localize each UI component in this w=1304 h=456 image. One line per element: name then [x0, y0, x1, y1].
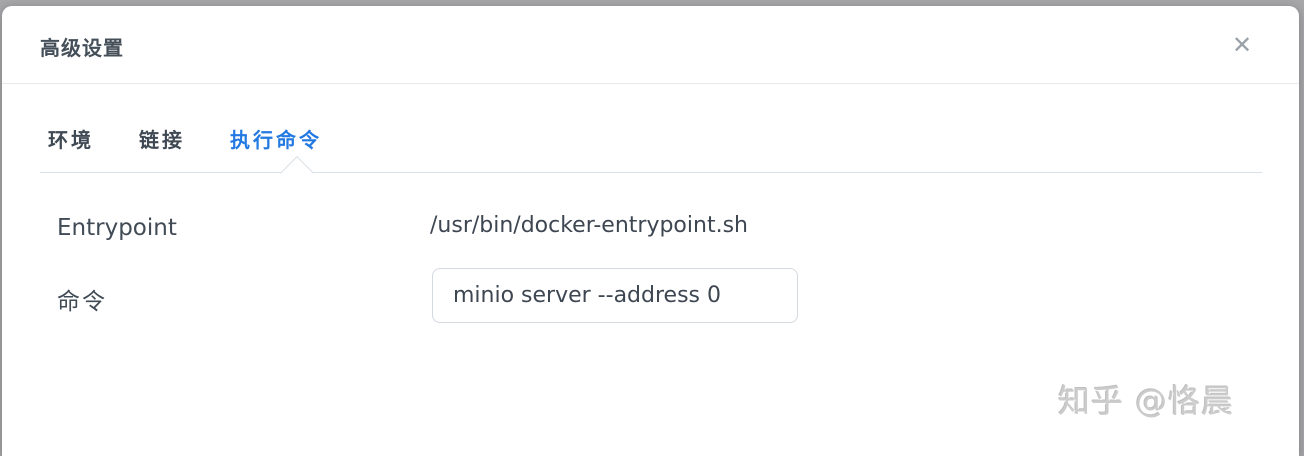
tab-execute-command[interactable]: 执行命令 — [230, 128, 322, 152]
dialog-header: 高级设置 ✕ — [2, 6, 1299, 83]
close-button[interactable]: ✕ — [1225, 28, 1259, 62]
entrypoint-value: /usr/bin/docker-entrypoint.sh — [430, 213, 748, 238]
entrypoint-label: Entrypoint — [57, 215, 177, 241]
advanced-settings-dialog: 高级设置 ✕ 环境 链接 执行命令 Entrypoint /usr/bin/do… — [2, 6, 1299, 456]
header-divider — [2, 83, 1299, 84]
watermark-text: 知乎 @恪晨 — [1058, 382, 1235, 420]
tab-links[interactable]: 链接 — [139, 128, 185, 152]
tab-underline — [40, 172, 1262, 173]
tab-bar: 环境 链接 执行命令 — [48, 124, 322, 153]
active-tab-notch — [280, 156, 314, 190]
command-label: 命令 — [57, 289, 107, 315]
command-input[interactable] — [432, 268, 798, 323]
dialog-title: 高级设置 — [40, 36, 124, 60]
tab-environment[interactable]: 环境 — [48, 128, 94, 152]
close-icon: ✕ — [1231, 31, 1253, 59]
